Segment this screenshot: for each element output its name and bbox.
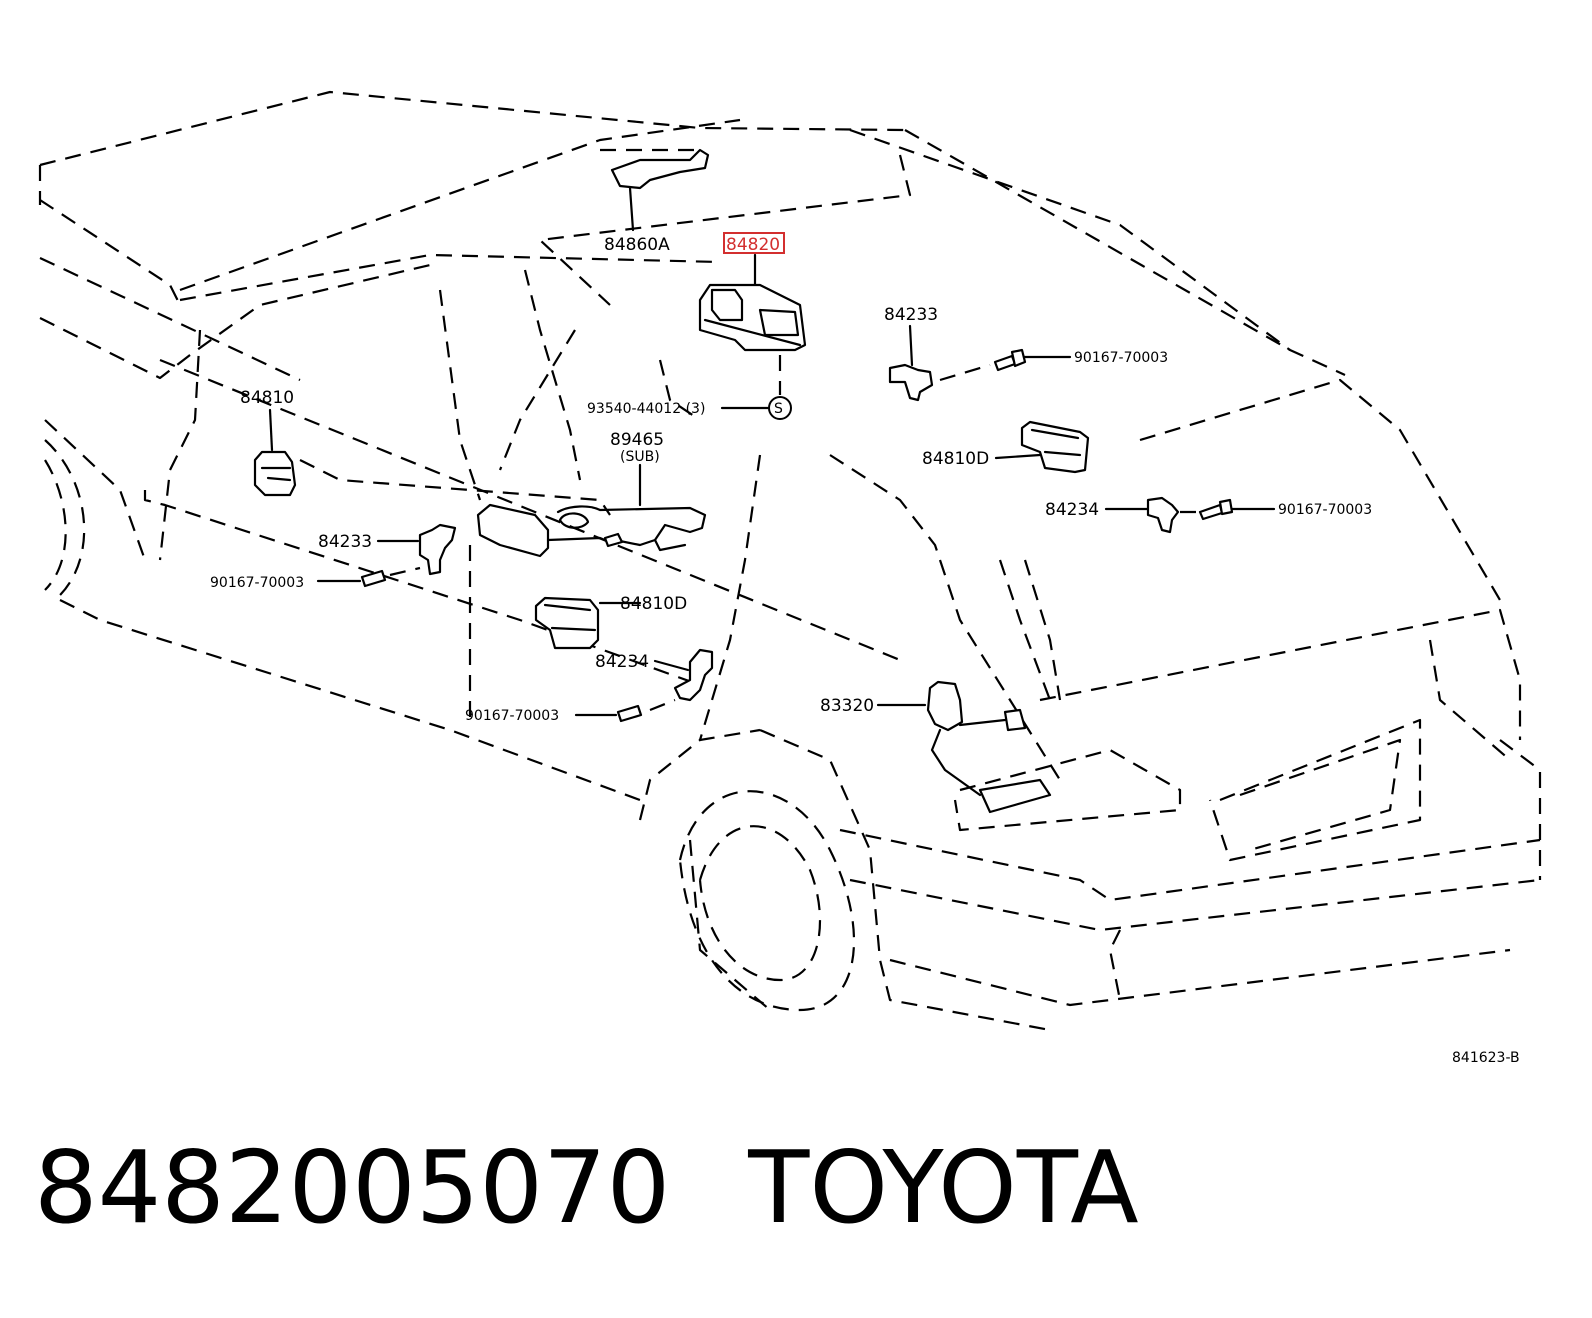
part-84810D-right-icon bbox=[994, 420, 1090, 474]
car-body-outline bbox=[38, 90, 1542, 1032]
label-89465-sub: (SUB) bbox=[620, 449, 660, 465]
part-84860A-icon bbox=[610, 148, 710, 232]
part-89465-sensor-icon bbox=[476, 463, 707, 558]
part-84810-switch-icon bbox=[253, 408, 297, 497]
label-s-symbol: S bbox=[774, 401, 783, 417]
label-84860A: 84860A bbox=[604, 235, 670, 255]
label-90167-left1: 90167-70003 bbox=[210, 575, 304, 591]
part-83320-icon bbox=[876, 680, 1052, 814]
ref-code: 841623-B bbox=[1452, 1050, 1520, 1066]
label-84810D-right: 84810D bbox=[922, 449, 989, 469]
bolt-right2-icon bbox=[1198, 498, 1276, 521]
label-84810: 84810 bbox=[240, 388, 294, 408]
label-84810D-left: 84810D bbox=[620, 594, 687, 614]
label-84234-right: 84234 bbox=[1045, 500, 1099, 520]
part-84820-switch-icon bbox=[698, 253, 807, 395]
part-84234-right-icon bbox=[1104, 496, 1210, 534]
label-93540: 93540-44012 (3) bbox=[587, 401, 705, 417]
label-90167-right2: 90167-70003 bbox=[1278, 502, 1372, 518]
part-84234-left-icon bbox=[649, 648, 714, 712]
label-84233-left: 84233 bbox=[318, 532, 372, 552]
label-83320: 83320 bbox=[820, 696, 874, 716]
bolt-left2-icon bbox=[574, 704, 643, 723]
bolt-right1-icon bbox=[993, 348, 1072, 372]
part-number: 8482005070 bbox=[34, 1129, 671, 1246]
bolt-left1-icon bbox=[316, 569, 387, 588]
highlight-box bbox=[723, 232, 785, 254]
part-84233-left-icon bbox=[376, 523, 457, 577]
label-84233-right: 84233 bbox=[884, 305, 938, 325]
label-89465: 89465 bbox=[610, 430, 664, 450]
label-84234-left: 84234 bbox=[595, 652, 649, 672]
label-84820: 84820 bbox=[726, 235, 780, 255]
label-90167-left2: 90167-70003 bbox=[465, 708, 559, 724]
brand-name: TOYOTA bbox=[748, 1129, 1139, 1246]
part-84233-right-icon bbox=[888, 324, 991, 402]
label-90167-right1: 90167-70003 bbox=[1074, 350, 1168, 366]
part-84810D-left-icon bbox=[534, 596, 642, 650]
